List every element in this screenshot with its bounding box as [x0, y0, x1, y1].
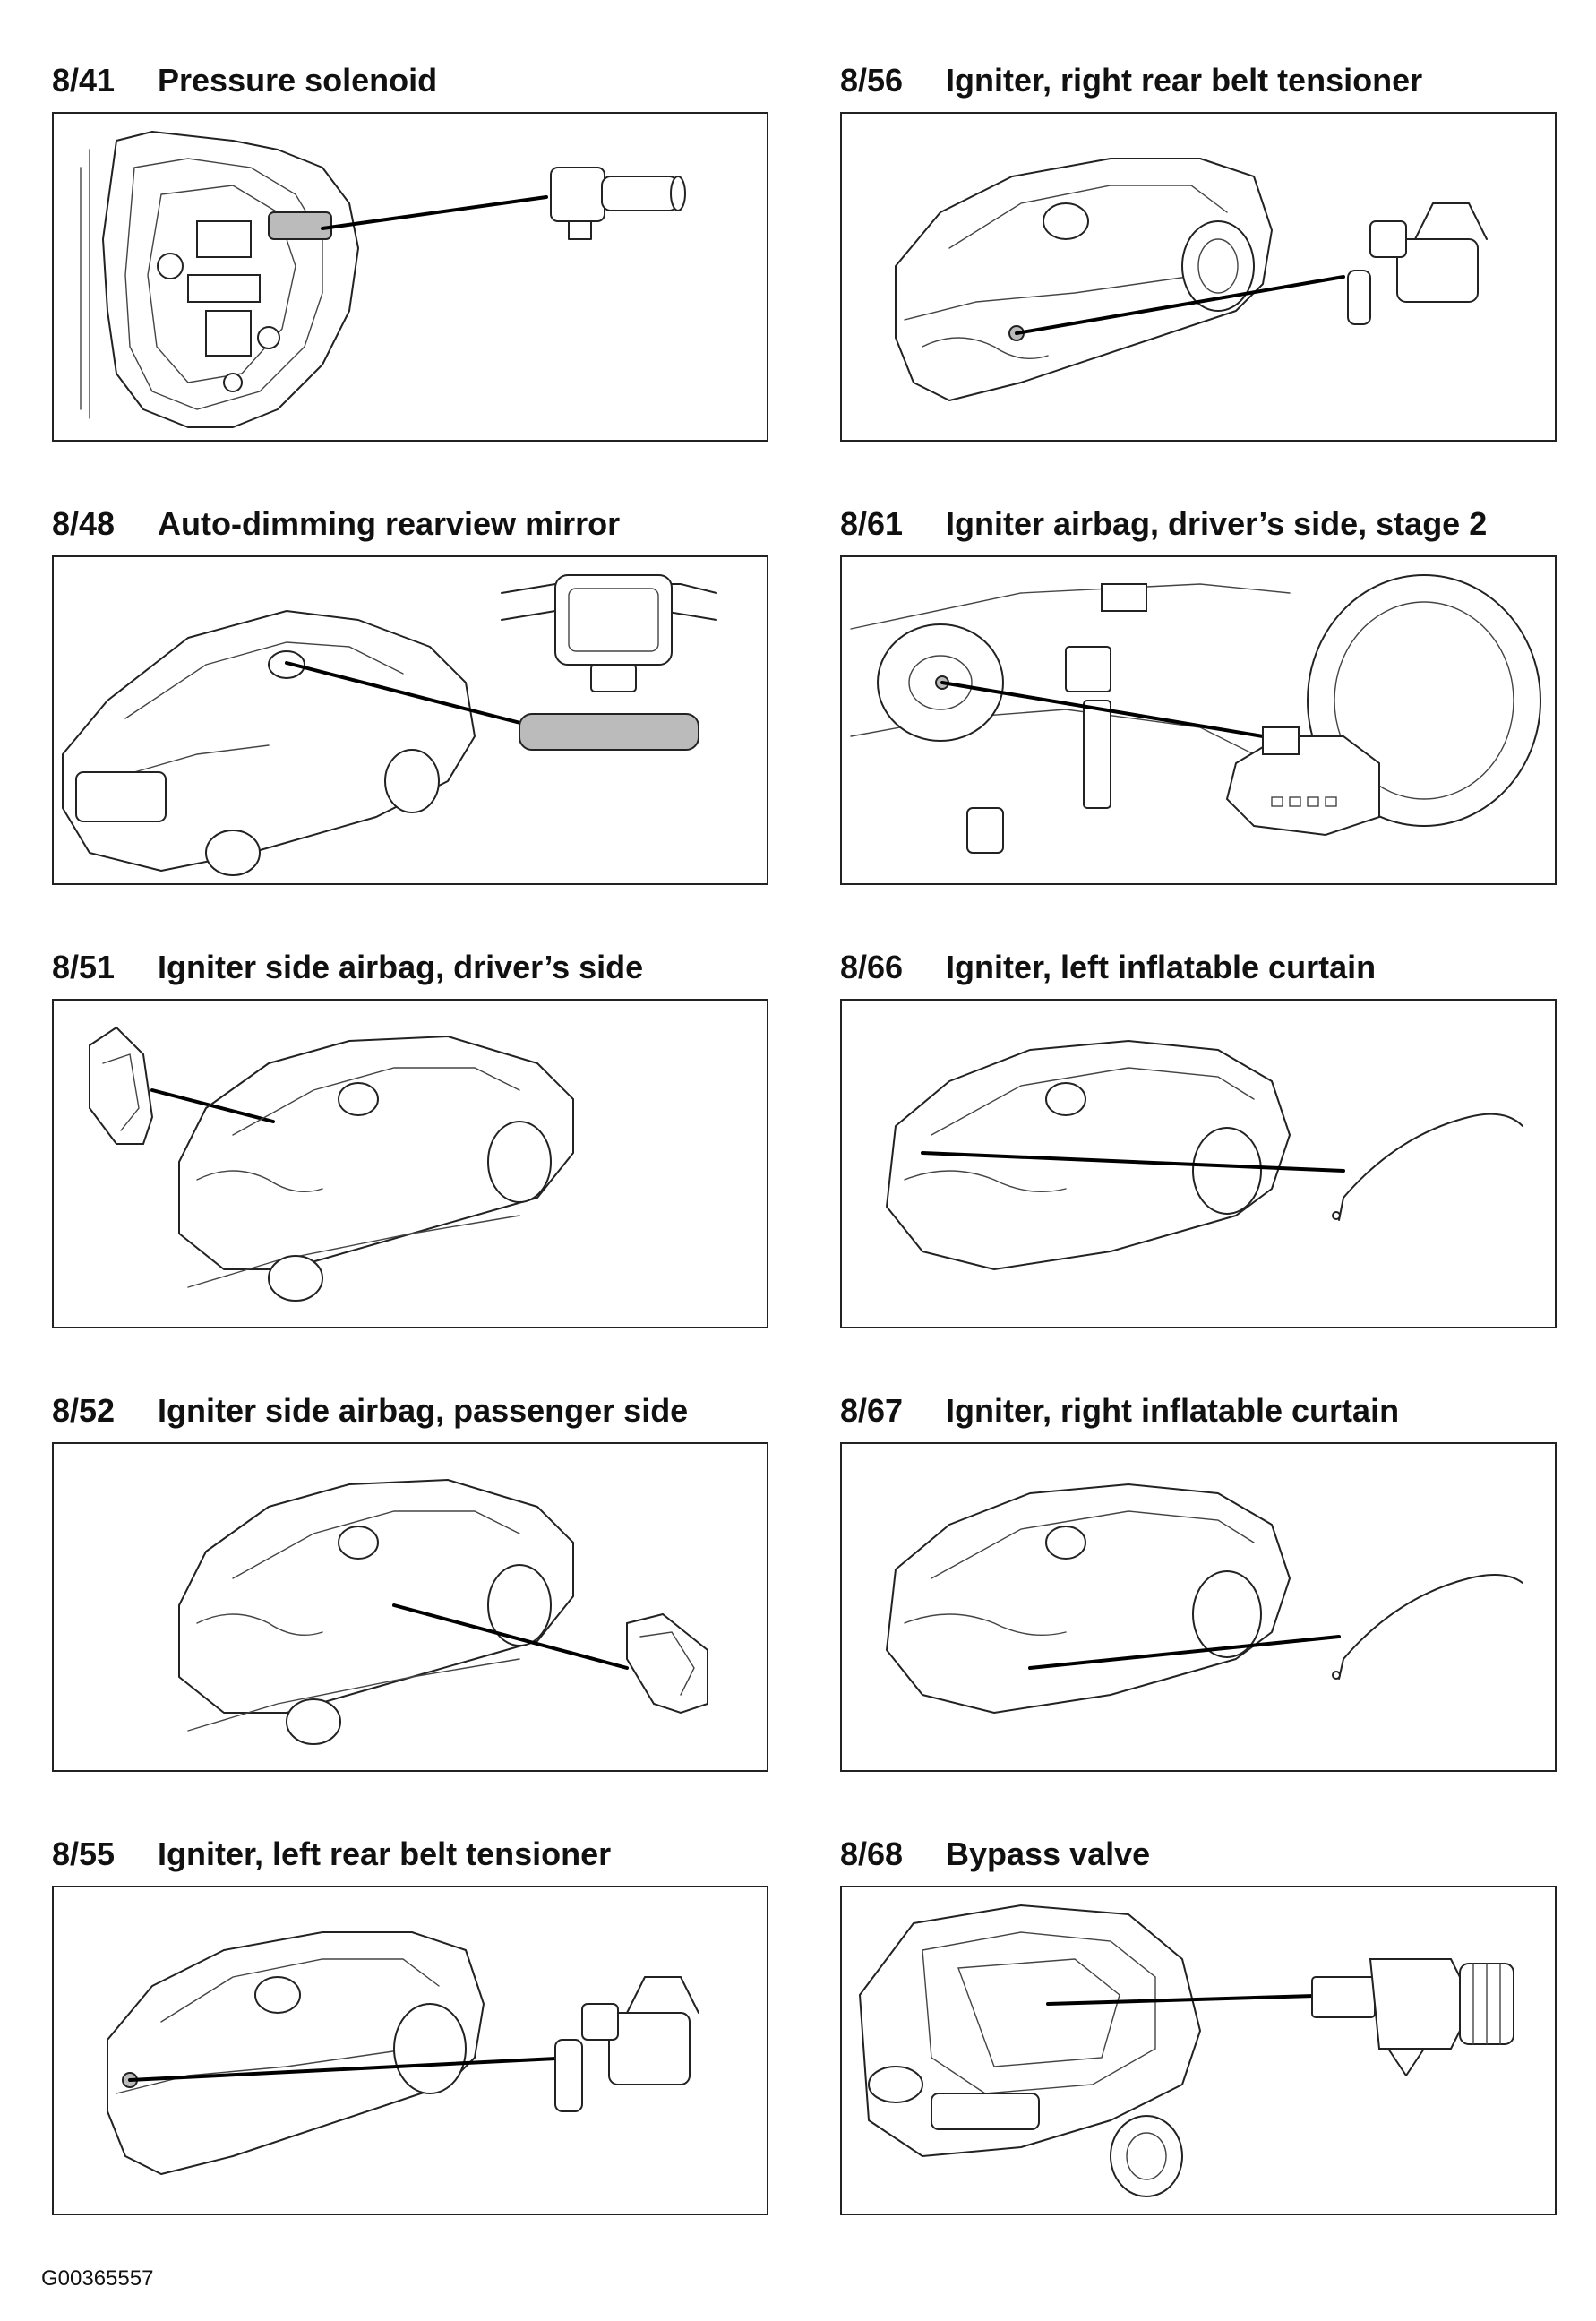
component-title: 8/67 Igniter, right inflatable curtain	[840, 1380, 1557, 1442]
component-code: 8/61	[840, 505, 904, 542]
component-name: Igniter side airbag, driver’s side	[158, 949, 644, 985]
illustration-pressure-solenoid	[52, 112, 768, 442]
component-title: 8/52 Igniter side airbag, passenger side	[52, 1380, 768, 1442]
left-rear-belt-tensioner-drawing	[107, 1931, 699, 2175]
component-title: 8/51 Igniter side airbag, driver’s side	[52, 936, 768, 999]
illustration-driver-side-airbag	[52, 999, 768, 1328]
component-code: 8/55	[52, 1835, 116, 1872]
illustration-passenger-side-airbag	[52, 1442, 768, 1772]
component-code: 8/66	[840, 949, 904, 985]
component-code: 8/56	[840, 62, 904, 99]
component-code: 8/67	[840, 1392, 904, 1429]
component-code: 8/41	[52, 62, 116, 99]
figure-id: G00365557	[41, 2266, 154, 2291]
component-name: Bypass valve	[946, 1835, 1151, 1872]
pressure-solenoid-drawing	[80, 131, 686, 428]
component-name: Igniter airbag, driver’s side, stage 2	[946, 505, 1488, 542]
component-title: 8/68 Bypass valve	[840, 1823, 1557, 1886]
component-name: Auto-dimming rearview mirror	[158, 505, 621, 542]
illustration-left-rear-belt-tensioner	[52, 1886, 768, 2215]
illustration-right-inflatable-curtain	[840, 1442, 1557, 1772]
component-name: Igniter, left inflatable curtain	[946, 949, 1377, 985]
driver-airbag-stage-2-drawing	[850, 574, 1541, 854]
illustration-left-inflatable-curtain	[840, 999, 1557, 1328]
illustration-auto-dimming-mirror	[52, 555, 768, 885]
illustration-right-rear-belt-tensioner	[840, 112, 1557, 442]
component-title: 8/61 Igniter airbag, driver’s side, stage…	[840, 493, 1557, 555]
component-code: 8/48	[52, 505, 116, 542]
component-name: Igniter, left rear belt tensioner	[158, 1835, 612, 1872]
component-title: 8/55 Igniter, left rear belt tensioner	[52, 1823, 768, 1886]
component-code: 8/52	[52, 1392, 116, 1429]
component-title: 8/56 Igniter, right rear belt tensioner	[840, 49, 1557, 112]
right-inflatable-curtain-drawing	[886, 1483, 1523, 1714]
component-name: Pressure solenoid	[158, 62, 438, 99]
component-code: 8/51	[52, 949, 116, 985]
bypass-valve-drawing	[859, 1904, 1514, 2197]
right-rear-belt-tensioner-drawing	[895, 158, 1488, 401]
passenger-side-airbag-drawing	[178, 1479, 708, 1745]
component-title: 8/41 Pressure solenoid	[52, 49, 768, 112]
component-name: Igniter, right inflatable curtain	[946, 1392, 1400, 1429]
driver-side-airbag-drawing	[89, 1026, 574, 1302]
component-code: 8/68	[840, 1835, 904, 1872]
illustration-driver-airbag-stage-2	[840, 555, 1557, 885]
component-name: Igniter, right rear belt tensioner	[946, 62, 1423, 99]
component-name: Igniter side airbag, passenger side	[158, 1392, 689, 1429]
illustration-bypass-valve	[840, 1886, 1557, 2215]
left-inflatable-curtain-drawing	[886, 1040, 1523, 1270]
component-title: 8/48 Auto-dimming rearview mirror	[52, 493, 768, 555]
component-title: 8/66 Igniter, left inflatable curtain	[840, 936, 1557, 999]
auto-dimming-mirror-drawing	[62, 574, 717, 876]
